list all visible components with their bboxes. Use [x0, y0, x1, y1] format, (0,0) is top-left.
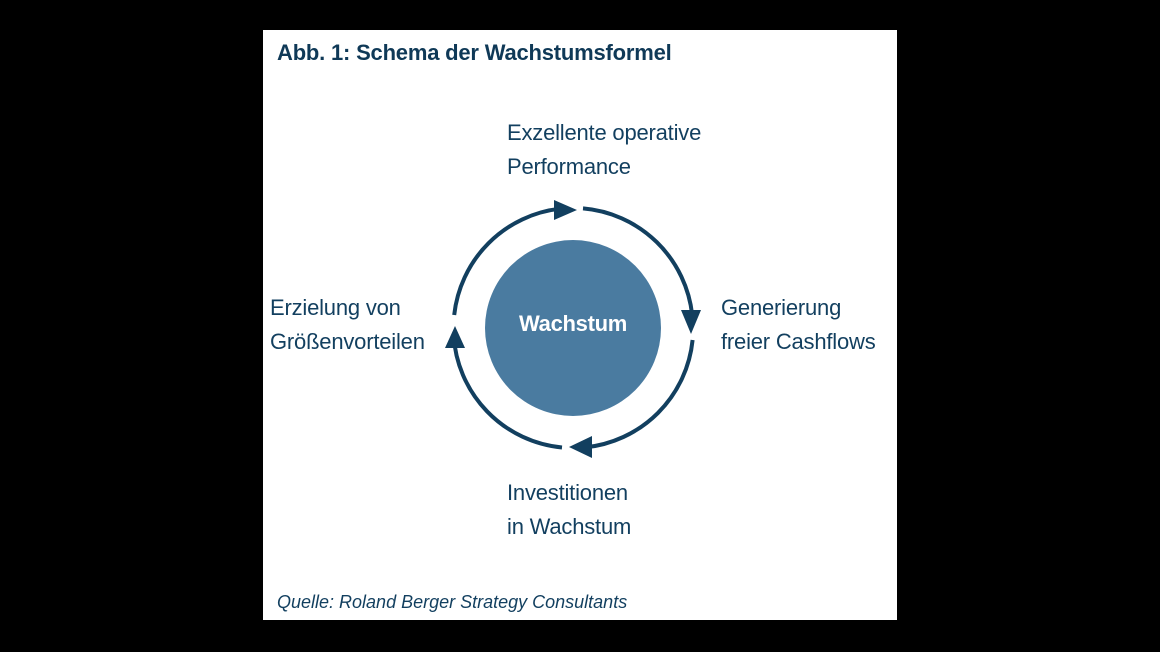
label-bottom: Investitionen in Wachstum — [507, 476, 631, 544]
label-right-line1: Generierung — [721, 295, 842, 320]
figure-title: Abb. 1: Schema der Wachstumsformel — [277, 40, 672, 65]
label-right-line2: freier Cashflows — [721, 329, 876, 354]
label-left-line1: Erzielung von — [270, 295, 401, 320]
arrowhead-left — [445, 326, 465, 348]
label-top-line1: Exzellente operative — [507, 120, 702, 145]
center-label: Wachstum — [518, 311, 628, 336]
figure-panel: Abb. 1: Schema der Wachstumsformel Wachs… — [263, 30, 897, 620]
label-top: Exzellente operative Performance — [507, 116, 701, 184]
label-left: Erzielung von Größenvorteilen — [270, 291, 425, 359]
center-circle — [485, 240, 661, 416]
label-bottom-line2: in Wachstum — [507, 514, 632, 539]
label-bottom-line1: Investitionen — [507, 480, 628, 505]
arc-left-to-top — [452, 206, 561, 316]
label-right: Generierung freier Cashflows — [721, 291, 876, 359]
label-left-line2: Größenvorteilen — [270, 329, 425, 354]
arc-bottom-to-left — [451, 334, 563, 450]
label-top-line2: Performance — [507, 154, 631, 179]
cycle-diagram — [445, 200, 701, 458]
arc-top-to-right — [582, 206, 695, 316]
arc-right-to-bottom — [584, 339, 695, 450]
arrowhead-right — [681, 310, 701, 334]
arrowhead-top — [554, 200, 577, 220]
arrowhead-bottom — [569, 436, 592, 458]
figure-source: Quelle: Roland Berger Strategy Consultan… — [277, 592, 628, 612]
